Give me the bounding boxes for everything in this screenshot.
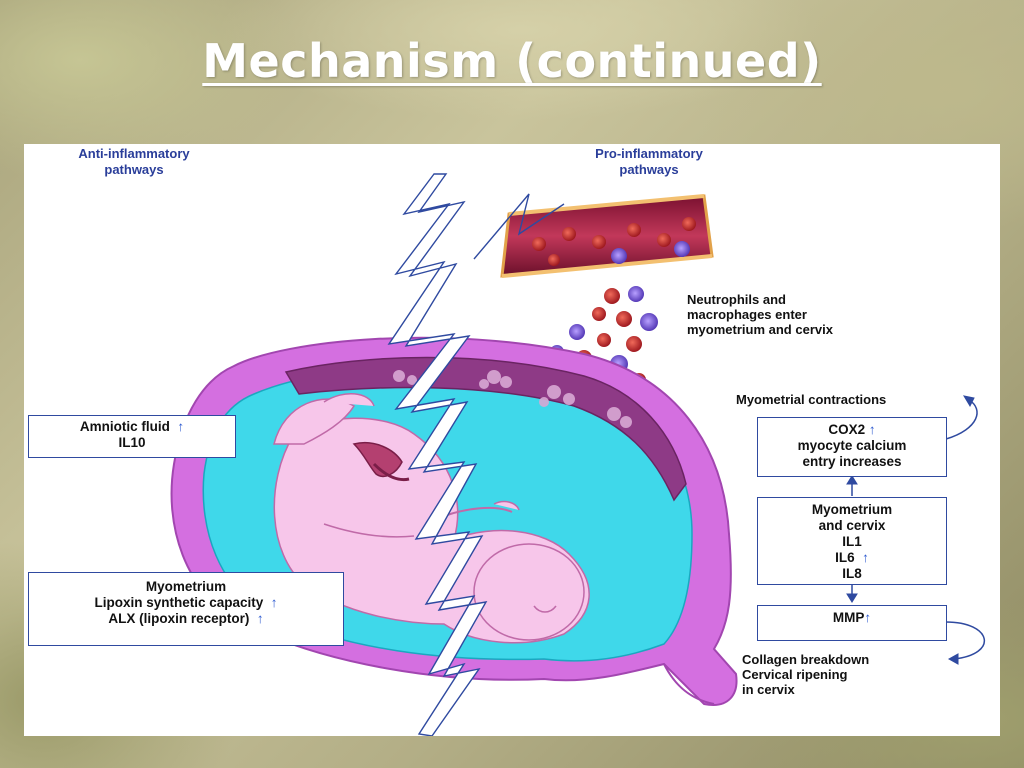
mmp-box: MMP↑ (757, 605, 947, 641)
increase-arrow-icon: ↑ (177, 419, 185, 434)
neutrophils-label: Neutrophils and macrophages enter myomet… (687, 292, 833, 337)
slide-title: Mechanism (continued) (202, 34, 822, 88)
anti-inflammatory-header: Anti-inflammatory pathways (78, 146, 190, 177)
blood-vessel (500, 194, 714, 278)
collagen-breakdown-label: Collagen breakdown Cervical ripening in … (742, 652, 870, 697)
increase-arrow-icon: ↑ (868, 422, 876, 437)
increase-arrow-icon: ↑ (864, 610, 872, 625)
diagram-panel: Anti-inflammatory pathways Pro-inflammat… (24, 144, 1000, 736)
increase-arrow-icon: ↑ (270, 595, 278, 610)
amniotic-fluid-box: Amniotic fluid ↑ IL10 (28, 415, 236, 458)
lipoxin-box: Myometrium Lipoxin synthetic capacity ↑ … (28, 572, 344, 646)
connector-arrows (846, 395, 985, 665)
pro-inflammatory-header: Pro-inflammatory pathways (595, 146, 703, 177)
increase-arrow-icon: ↑ (862, 550, 869, 565)
increase-arrow-icon: ↑ (256, 611, 264, 626)
myometrial-contractions-label: Myometrial contractions (736, 392, 887, 407)
lightning-split (387, 173, 565, 736)
cox2-box: COX2 ↑ myocyte calcium entry increases (757, 417, 947, 477)
myometrium-cervix-box: Myometrium and cervix IL1 IL6 ↑ IL8 (757, 497, 947, 585)
